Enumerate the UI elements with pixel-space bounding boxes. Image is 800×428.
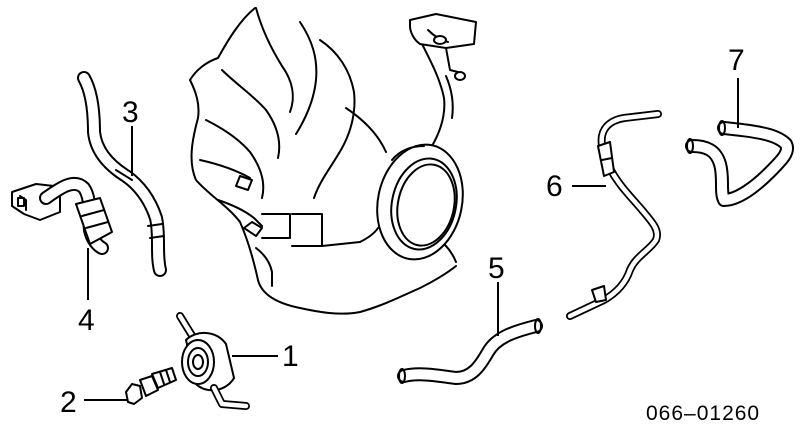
engine-mount-bracket <box>409 13 477 81</box>
engine-block <box>189 7 457 315</box>
oil-cooler-part-1 <box>176 312 250 410</box>
hose-part-3 <box>77 71 167 277</box>
diagram-code: 066–01260 <box>646 402 760 425</box>
callout-part-7: 7 <box>728 44 745 77</box>
hose-part-7 <box>685 120 794 207</box>
hose-part-5 <box>397 318 543 385</box>
callout-part-1: 1 <box>282 340 299 373</box>
crankshaft-pulley <box>376 143 464 261</box>
callout-part-6: 6 <box>546 170 563 203</box>
sensor-part-2 <box>125 367 177 405</box>
pipe-part-6 <box>566 110 662 320</box>
callout-part-4: 4 <box>78 304 95 337</box>
callout-part-3: 3 <box>122 96 139 129</box>
callout-part-2: 2 <box>60 386 77 419</box>
bracket-part-4 <box>11 176 113 255</box>
callout-part-5: 5 <box>488 252 505 285</box>
